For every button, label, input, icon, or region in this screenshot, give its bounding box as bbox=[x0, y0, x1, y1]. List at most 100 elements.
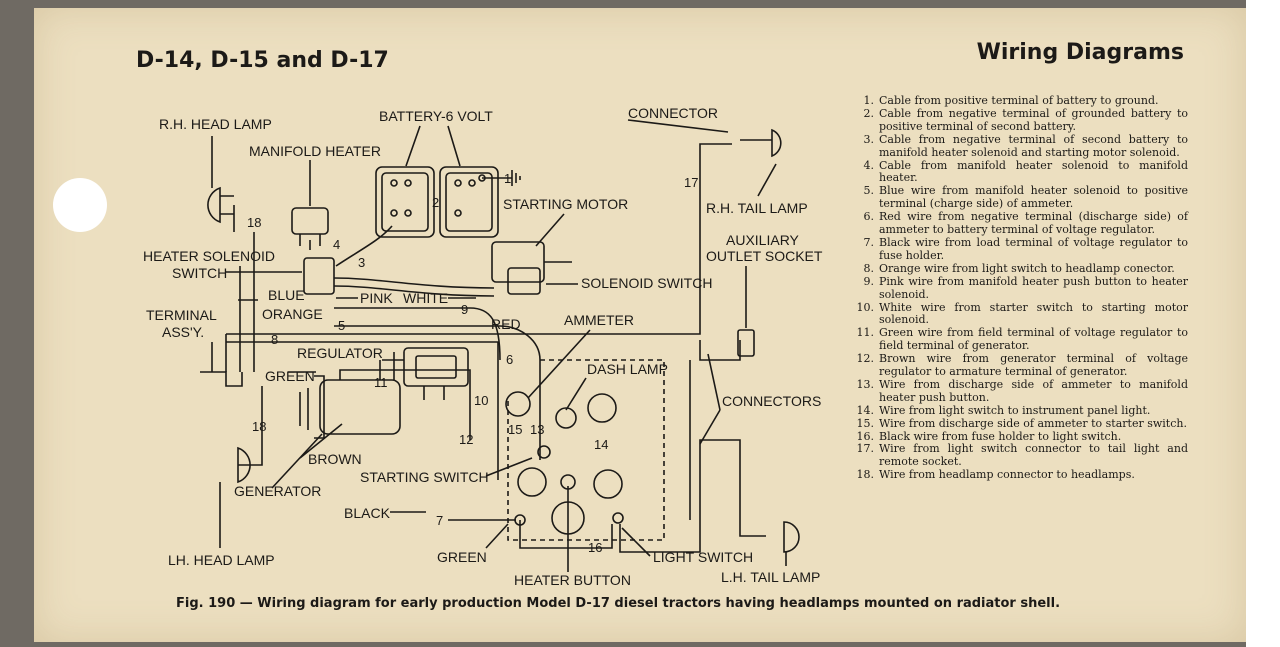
wire-number-5: 5 bbox=[338, 318, 346, 333]
legend-item-text: Black wire from load terminal of voltage… bbox=[879, 235, 1188, 262]
label-outlet-socket: OUTLET SOCKET bbox=[706, 248, 823, 264]
ground-symbol bbox=[482, 170, 521, 186]
legend-item: 18. Wire from headlamp connector to headl… bbox=[852, 468, 1188, 482]
callout-pointers bbox=[238, 119, 729, 572]
legend-item-text: Wire from light switch connector to tail… bbox=[879, 442, 1188, 469]
rh-head-lamp bbox=[207, 136, 235, 232]
label-green-2: GREEN bbox=[437, 549, 487, 565]
wire-number-2: 2 bbox=[432, 195, 440, 210]
legend-item: 2. Cable from negative terminal of ground… bbox=[852, 106, 1189, 134]
legend-item-text: Cable from positive terminal of battery … bbox=[879, 94, 1159, 107]
label-red: RED bbox=[491, 316, 521, 332]
label-white: WHITE bbox=[403, 290, 449, 306]
voltage-regulator bbox=[382, 347, 469, 400]
label-dash-lamp: DASH LAMP bbox=[587, 361, 668, 377]
legend-item-text: Wire from headlamp connector to headlamp… bbox=[879, 468, 1135, 482]
legend-item-number: 18. bbox=[856, 468, 875, 482]
light-switch-wiring bbox=[448, 340, 766, 553]
label-lh-tail-lamp: L.H. TAIL LAMP bbox=[721, 569, 821, 585]
legend-item-number: 1. bbox=[863, 94, 875, 107]
label-battery: BATTERY-6 VOLT bbox=[379, 108, 493, 124]
binder-hole bbox=[53, 178, 107, 232]
starting-motor bbox=[491, 213, 572, 295]
label-blue: BLUE bbox=[268, 287, 305, 303]
wire-number-8: 8 bbox=[271, 332, 279, 347]
legend-item-text: Cable from negative terminal of grounded… bbox=[879, 106, 1188, 133]
legend-item-number: 3. bbox=[863, 132, 875, 146]
generator bbox=[299, 352, 471, 440]
wire-number-7: 7 bbox=[436, 513, 444, 528]
legend-item: 1. Cable from positive terminal of batter… bbox=[852, 94, 1188, 108]
wire-number-4: 4 bbox=[333, 237, 341, 252]
label-manifold-heater: MANIFOLD HEATER bbox=[249, 143, 381, 159]
legend-item-text: White wire from starter switch to starti… bbox=[879, 300, 1188, 327]
legend-item: 16.Black wire from fuse holder to light … bbox=[852, 430, 1188, 444]
legend-item: 13.Wire from discharge side of ammeter t… bbox=[852, 378, 1189, 405]
label-starting-motor: STARTING MOTOR bbox=[503, 196, 629, 212]
wire-number-9: 9 bbox=[461, 302, 469, 317]
manual-page bbox=[34, 8, 1246, 642]
legend-item-number: 8. bbox=[863, 261, 875, 275]
auxiliary-outlet-socket bbox=[737, 266, 755, 357]
legend-item-number: 5. bbox=[863, 184, 875, 198]
legend-item: 17.Wire from light switch connector to t… bbox=[852, 442, 1189, 469]
label-rh-tail-lamp: R.H. TAIL LAMP bbox=[706, 200, 808, 216]
legend-item: 4.Cable from manifold heater solenoid to… bbox=[852, 158, 1189, 186]
wire-number-3: 3 bbox=[358, 255, 366, 270]
legend-item-number: 4. bbox=[863, 158, 875, 172]
legend-item-number: 10. bbox=[856, 300, 875, 314]
wire-number-18-top: 18 bbox=[247, 215, 262, 230]
wire-number-17: 17 bbox=[684, 175, 699, 190]
wire-number-14: 14 bbox=[594, 437, 609, 452]
label-solenoid-switch: SOLENOID SWITCH bbox=[581, 275, 713, 291]
label-connectors: CONNECTORS bbox=[722, 393, 822, 409]
wire-harness bbox=[200, 143, 732, 480]
label-heater-solenoid: HEATER SOLENOID bbox=[143, 248, 275, 264]
legend-item-text: Orange wire from light switch to headlam… bbox=[879, 261, 1175, 275]
legend-item: 14. Wire from light switch to instrument … bbox=[852, 403, 1188, 418]
label-auxiliary: AUXILIARY bbox=[726, 232, 799, 248]
legend-item: 12.Brown wire from generator terminal of… bbox=[852, 352, 1189, 379]
legend-item-text: Wire from light switch to instrument pan… bbox=[879, 403, 1151, 417]
wire-number-13: 13 bbox=[530, 422, 545, 437]
dash-panel bbox=[505, 359, 665, 541]
label-terminal: TERMINAL bbox=[146, 307, 217, 323]
figure-caption: Fig. 190 — Wiring diagram for early prod… bbox=[176, 596, 1061, 611]
legend-item-number: 14. bbox=[856, 403, 875, 417]
legend-item-number: 9. bbox=[863, 274, 875, 288]
label-brown: BROWN bbox=[308, 451, 362, 467]
wire-number-18-bottom: 18 bbox=[252, 419, 267, 434]
legend-item-text: Green wire from field terminal of voltag… bbox=[879, 326, 1188, 353]
page-edge-background bbox=[1246, 0, 1280, 647]
legend-item: 8. Orange wire from light switch to headl… bbox=[852, 261, 1188, 276]
legend-item-text: Blue wire from manifold heater solenoid … bbox=[879, 184, 1188, 211]
label-connector: CONNECTOR bbox=[628, 105, 718, 121]
label-orange: ORANGE bbox=[262, 306, 323, 322]
legend-item: 5. Blue wire from manifold heater solenoi… bbox=[852, 184, 1189, 211]
wire-number-16: 16 bbox=[588, 540, 603, 555]
label-ammeter: AMMETER bbox=[564, 312, 634, 328]
legend-item-number: 7. bbox=[863, 235, 875, 249]
legend-item: 6.Red wire from negative terminal (disch… bbox=[852, 210, 1189, 237]
legend-item: 3.Cable from negative terminal of second… bbox=[852, 132, 1189, 160]
legend-item: 11. Green wire from field terminal of vol… bbox=[852, 326, 1189, 353]
wire-legend-list: 1. Cable from positive terminal of batter… bbox=[852, 94, 1189, 482]
wire-number-11: 11 bbox=[374, 375, 388, 390]
wire-number-15: 15 bbox=[508, 422, 523, 437]
label-pink: PINK bbox=[360, 290, 393, 306]
wire-number-10: 10 bbox=[474, 393, 489, 408]
battery-pointer bbox=[405, 125, 461, 167]
legend-item-number: 12. bbox=[856, 352, 875, 366]
legend-item-number: 6. bbox=[863, 210, 875, 224]
legend-item-number: 15. bbox=[856, 416, 875, 430]
legend-item-number: 2. bbox=[863, 106, 875, 120]
label-light-switch: LIGHT SWITCH bbox=[653, 549, 754, 565]
label-starting-switch: STARTING SWITCH bbox=[360, 469, 489, 485]
legend-item-number: 11. bbox=[856, 326, 875, 340]
label-rh-head-lamp: R.H. HEAD LAMP bbox=[159, 116, 272, 132]
heater-solenoid-switch bbox=[226, 257, 335, 295]
label-heater-button: HEATER BUTTON bbox=[514, 572, 631, 588]
rh-tail-lamp bbox=[740, 128, 782, 197]
label-switch: SWITCH bbox=[172, 265, 228, 281]
label-green-1: GREEN bbox=[265, 368, 315, 384]
